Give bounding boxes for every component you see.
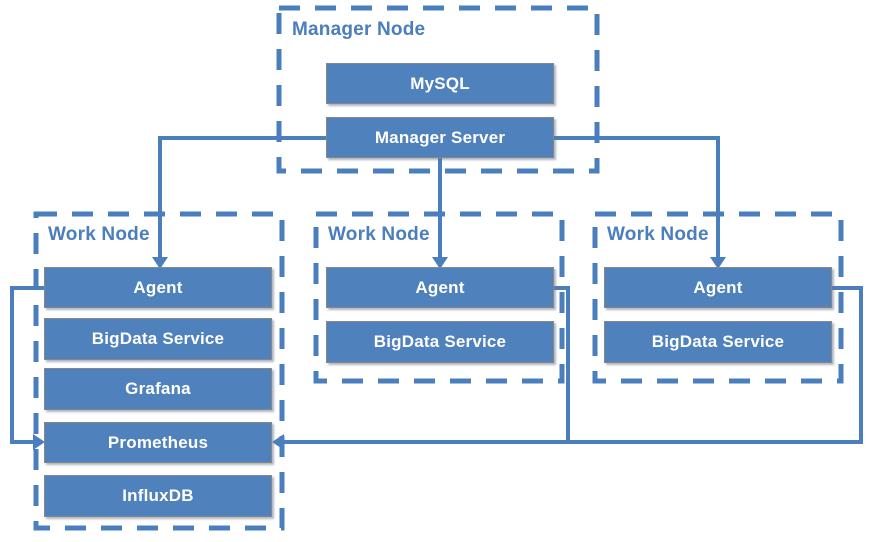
prometheus-box: Prometheus [44,422,272,463]
arrowhead-down-agent1 [152,257,168,269]
connector-manager-to-agent1 [158,136,327,259]
agent-box-2: Agent [326,267,554,308]
arrowhead-right-prometheus [33,434,45,450]
grafana-box: Grafana [44,368,272,410]
influxdb-box: InfluxDB [44,475,272,517]
arrowhead-down-agent2 [432,257,448,269]
connector-agent3-to-prometheus [284,286,863,444]
work-node-2-title: Work Node [328,224,430,245]
connector-manager-to-agent3 [553,136,720,259]
agent-box-1: Agent [44,267,272,308]
manager-node-border [276,5,600,174]
manager-node-title: Manager Node [292,19,426,40]
connector-agent1-to-prometheus [10,286,44,444]
agent-box-3: Agent [604,267,832,308]
bigdata-service-box-1: BigData Service [44,318,272,360]
bigdata-service-box-2: BigData Service [326,321,554,363]
mysql-box: MySQL [326,63,554,104]
bigdata-service-box-3: BigData Service [604,321,832,363]
arrowhead-left-prometheus [272,434,284,450]
manager-server-box: Manager Server [326,117,554,158]
connector-agent2-to-prometheus [554,286,570,442]
arrowhead-down-agent3 [710,257,726,269]
work-node-3-title: Work Node [607,224,709,245]
work-node-1-title: Work Node [48,224,150,245]
